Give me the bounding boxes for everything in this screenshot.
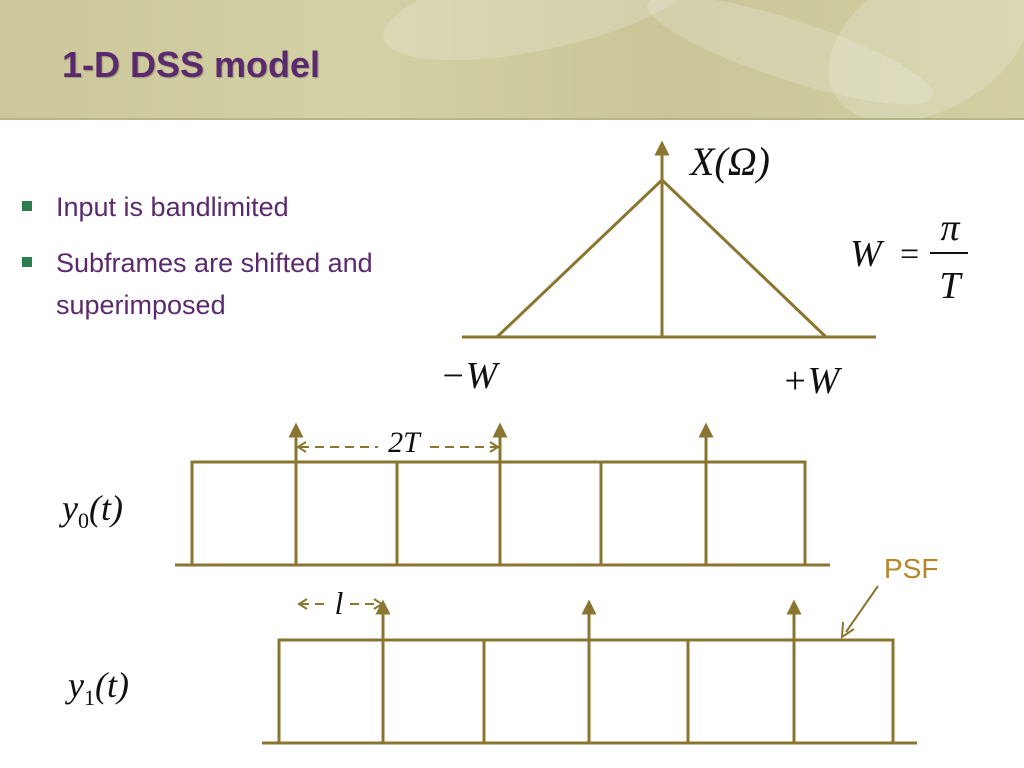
- y1-label: y1(t): [65, 665, 129, 710]
- bullet-item: Input is bandlimited: [18, 186, 418, 228]
- equation-equals: =: [900, 236, 919, 273]
- equation-denominator: T: [939, 265, 963, 307]
- psf-callout: PSF: [840, 553, 938, 639]
- square-bullet-icon: [22, 257, 32, 267]
- y0-label: y0(t): [59, 488, 123, 533]
- y0-frames: 2T y0(t): [59, 422, 830, 567]
- header-divider: [0, 118, 1024, 120]
- shift-arrowhead-right-icon: [373, 598, 384, 610]
- period-label: 2T: [388, 426, 422, 459]
- y0-name: y: [59, 488, 78, 528]
- y0-subscript: 0: [78, 508, 89, 533]
- bullet-list: Input is bandlimited Subframes are shift…: [18, 186, 418, 340]
- spectrum-left-label: −W: [440, 355, 501, 397]
- slide-title: 1-D DSS model: [62, 44, 321, 85]
- bandwidth-equation: W = π T: [850, 207, 968, 307]
- square-bullet-icon: [22, 201, 32, 211]
- psf-pointer-line: [845, 585, 879, 633]
- y1-frame-outline: [277, 638, 895, 743]
- shift-label: l: [335, 585, 344, 621]
- equation-numerator: π: [940, 207, 960, 249]
- spectrum-triangle: [495, 177, 828, 339]
- y1-frames: l y1(t): [65, 585, 917, 745]
- shift-arrowhead-left-icon: [297, 598, 308, 610]
- y1-subscript: 1: [84, 685, 95, 710]
- spectrum-right-label: +W: [782, 360, 843, 402]
- period-arrowhead-right-icon: [489, 441, 500, 453]
- period-arrowhead-left-icon: [296, 441, 307, 453]
- y1-name: y: [65, 665, 84, 705]
- bullet-text: Subframes are shifted and superimposed: [56, 248, 373, 320]
- header-band: [0, 0, 1024, 118]
- y1-argument: (t): [95, 665, 129, 705]
- spectrum-plot: X(Ω) −W +W: [440, 139, 876, 402]
- spectrum-function-label: X(Ω): [688, 139, 770, 184]
- equation-lhs: W: [850, 233, 885, 275]
- bullet-item: Subframes are shifted and superimposed: [18, 242, 418, 326]
- y0-argument: (t): [89, 488, 123, 528]
- bullet-text: Input is bandlimited: [56, 192, 289, 222]
- psf-label: PSF: [884, 553, 938, 584]
- psf-pointer-arrowhead-icon: [840, 621, 855, 639]
